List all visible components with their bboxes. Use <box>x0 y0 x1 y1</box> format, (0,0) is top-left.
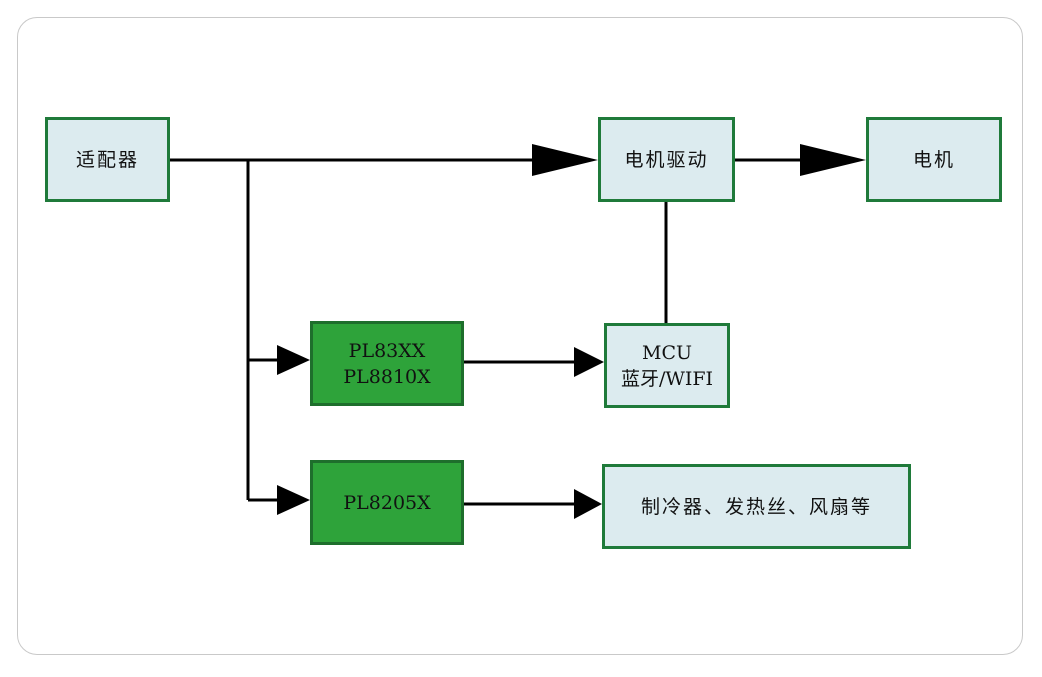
loads-node: 制冷器、发热丝、风扇等 <box>602 464 911 549</box>
mcu-node: MCU 蓝牙/WIFI <box>604 323 730 408</box>
mcu-label-line1: MCU <box>641 341 692 364</box>
loads-label: 制冷器、发热丝、风扇等 <box>640 495 872 518</box>
motor-driver-node: 电机驱动 <box>598 117 735 202</box>
arrowhead-loads <box>574 489 602 519</box>
pl83xx-chip-node: PL83XX PL8810X <box>310 321 464 406</box>
motor-node: 电机 <box>866 117 1002 202</box>
motor-driver-label: 电机驱动 <box>624 148 709 171</box>
adapter-node: 适配器 <box>45 117 170 202</box>
adapter-label: 适配器 <box>75 148 139 171</box>
arrowhead-pl83xx <box>277 345 310 375</box>
mcu-label-line2: 蓝牙/WIFI <box>620 367 714 390</box>
pl83xx-label-line2: PL8810X <box>343 365 431 388</box>
pl8205x-label: PL8205X <box>343 491 431 514</box>
arrowhead-motor <box>800 144 866 176</box>
pl83xx-label-line1: PL83XX <box>348 339 426 362</box>
arrowhead-pl8205x <box>277 485 310 515</box>
arrowhead-driver <box>532 144 598 176</box>
arrowhead-mcu <box>574 347 604 377</box>
pl8205x-chip-node: PL8205X <box>310 460 464 545</box>
motor-label: 电机 <box>912 148 955 171</box>
